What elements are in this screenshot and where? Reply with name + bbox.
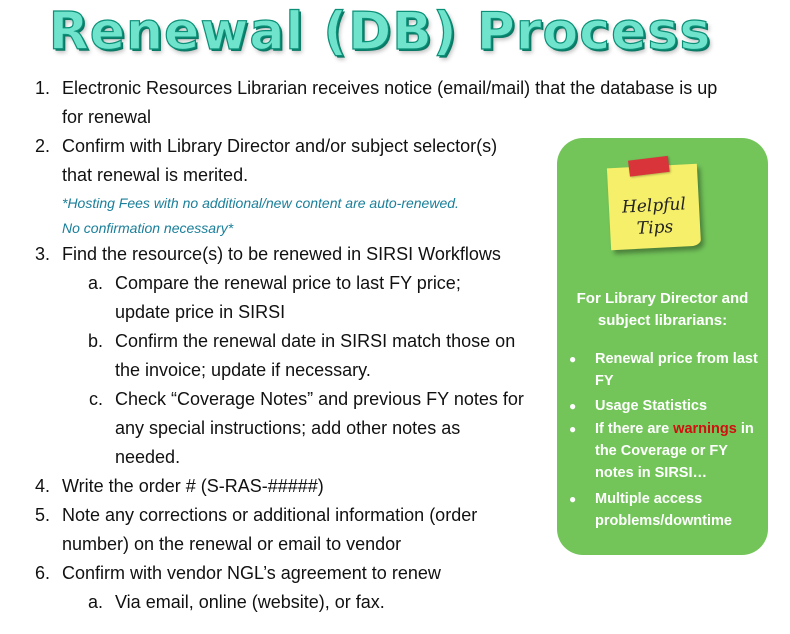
step-text: that renewal is merited. (62, 165, 249, 185)
tip-text: Usage Statistics (595, 398, 708, 414)
step-text: Confirm with vendor NGL’s agreement to r… (62, 563, 441, 583)
tips-heading-line: For Library Director and (576, 290, 749, 307)
tip-item: ● Multiple access problems/downtime (569, 488, 760, 532)
step-number: 6. (34, 563, 50, 583)
tip-text: Renewal price from last FY (595, 351, 758, 389)
page-title: Renewal (DB) Process (48, 1, 712, 62)
helpful-tips-panel: Helpful Tips For Library Director and su… (557, 138, 768, 555)
substep-text: Via email, online (website), or fax. (115, 592, 385, 612)
tip-text: Multiple access problems/downtime (595, 491, 732, 529)
tip-text: in the Coverage or FY notes in SIRSI… (595, 421, 754, 481)
substep-text: the invoice; update if necessary. (115, 360, 371, 380)
step-number: 1. (34, 78, 50, 98)
substep-text: any special instructions; add other note… (115, 418, 461, 438)
step-text: for renewal (62, 107, 152, 127)
step-text: Note any corrections or additional infor… (62, 505, 478, 525)
bullet-icon: ● (569, 352, 577, 366)
step-text: Write the order # (S-RAS-#####) (62, 476, 324, 496)
bullet-icon: ● (569, 422, 577, 436)
step-number: 4. (34, 476, 50, 496)
bullet-icon: ● (569, 399, 577, 413)
substep-text: Check “Coverage Notes” and previous FY n… (115, 389, 524, 409)
substep-letter: c. (88, 389, 103, 409)
bullet-icon: ● (569, 492, 577, 506)
step-text: Electronic Resources Librarian receives … (62, 78, 718, 98)
tips-heading-line: subject librarians: (597, 312, 728, 329)
tip-item: ● Renewal price from last FY (569, 348, 760, 392)
sticky-note-text: Tips (636, 217, 674, 239)
hosting-fees-note: No confirmation necessary* (62, 220, 234, 236)
tips-heading: For Library Director and subject librari… (557, 288, 768, 332)
tip-item: ● Usage Statistics (569, 395, 760, 417)
sticky-note-text: Helpful (621, 194, 687, 218)
step-text: number) on the renewal or email to vendo… (62, 534, 402, 554)
tip-item: ● If there are warnings in the Coverage … (569, 418, 760, 484)
tip-text: If there are (595, 421, 674, 437)
sticky-note: Helpful Tips (606, 155, 702, 251)
step-number: 2. (34, 136, 50, 156)
substep-letter: a. (87, 592, 103, 612)
warnings-highlight: warnings (673, 421, 737, 437)
substep-text: Compare the renewal price to last FY pri… (115, 273, 461, 293)
substep-text: Confirm the renewal date in SIRSI match … (115, 331, 516, 351)
substep-letter: b. (87, 331, 103, 351)
substep-letter: a. (87, 273, 103, 293)
step-text: Confirm with Library Director and/or sub… (62, 136, 498, 156)
substep-text: needed. (115, 447, 181, 467)
step-number: 3. (34, 244, 50, 264)
tape-icon (628, 155, 670, 177)
step-text: Find the resource(s) to be renewed in SI… (62, 244, 501, 264)
substep-text: update price in SIRSI (115, 302, 286, 322)
step-number: 5. (34, 505, 50, 525)
hosting-fees-note: *Hosting Fees with no additional/new con… (62, 195, 459, 211)
